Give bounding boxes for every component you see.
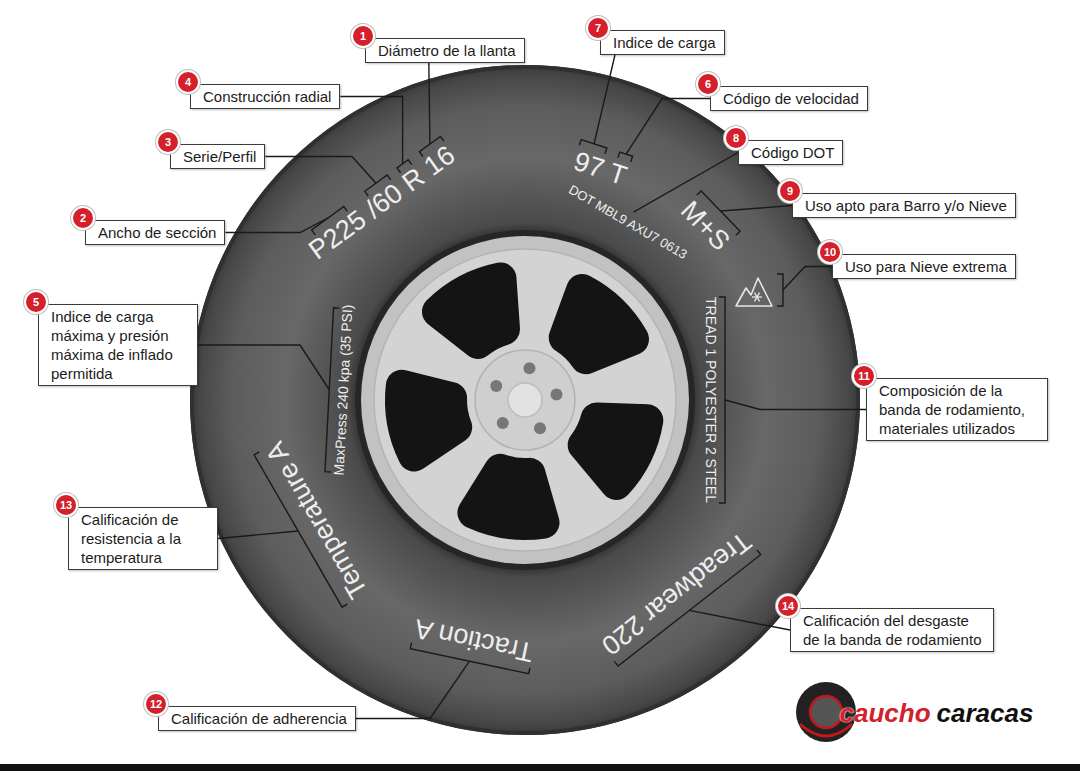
callout-number: 7 <box>586 16 610 40</box>
rim-shadow <box>355 230 695 570</box>
logo-rim <box>810 696 842 728</box>
bracket <box>719 297 725 503</box>
callout-box: 12Calificación de adherencia <box>158 706 356 731</box>
leader-line <box>634 153 739 213</box>
callout-box: 14Calificación del desgaste de la banda … <box>790 608 994 652</box>
callout-number: 10 <box>818 240 842 264</box>
logo-text: caucho <box>839 700 930 726</box>
spoke-openings <box>385 262 663 540</box>
callout-number: 12 <box>144 692 168 716</box>
center-cap <box>508 383 542 417</box>
tire-marking: DOT MBL9 AXU7 0613 <box>566 183 689 261</box>
leader-line <box>783 267 832 291</box>
callout-text: Calificación de adherencia <box>171 709 347 728</box>
callout-text: Composición de la banda de rodamiento, m… <box>879 381 1039 438</box>
spoke-opening <box>422 262 520 358</box>
tire-marking: Traction A <box>412 614 536 665</box>
spoke-opening <box>457 454 559 540</box>
tire-marking: MaxPress 240 kpa (35 PSI) <box>332 305 355 477</box>
lug-nut <box>523 362 535 374</box>
tire <box>190 65 860 735</box>
callout-box: 3Serie/Perfil <box>170 144 265 169</box>
callout-text: Indice de carga máxima y presión máxima … <box>51 307 189 383</box>
leader-line <box>340 97 402 164</box>
tire-edge <box>192 67 858 733</box>
leader-line <box>594 55 615 144</box>
callout-text: Indice de carga <box>613 33 716 52</box>
lug-nut <box>497 417 509 429</box>
leader-line <box>725 400 866 410</box>
tire-marking: Treadwear 220 <box>596 527 755 659</box>
callout-number: 6 <box>696 72 720 96</box>
tire-marking: TREAD 1 POLYESTER 2 STEEL <box>704 297 718 503</box>
spoke-opening <box>568 403 664 500</box>
callout-number: 3 <box>156 130 180 154</box>
tire-marking: 97 T <box>570 148 629 190</box>
lug-nut <box>490 380 502 392</box>
lug-nut <box>551 388 563 400</box>
callout-number: 9 <box>778 179 802 203</box>
callout-number: 4 <box>176 70 200 94</box>
mountain-outline <box>736 278 772 306</box>
leader-line <box>429 63 430 144</box>
leader-line <box>265 157 376 184</box>
callout-text: Serie/Perfil <box>183 147 256 166</box>
leader-line <box>689 610 790 630</box>
snow-symbol <box>736 278 772 306</box>
spoke-opening <box>385 370 472 472</box>
callout-number: 5 <box>24 290 48 314</box>
callout-text: Uso para Nieve extrema <box>845 257 1007 276</box>
callout-box: 4Construcción radial <box>190 84 340 109</box>
callout-text: Calificación de resistencia a la tempera… <box>81 510 209 567</box>
callout-box: 6Código de velocidad <box>710 86 868 111</box>
callout-box: 2Ancho de sección <box>85 220 225 245</box>
callout-box: 1Diámetro de la llanta <box>365 38 525 63</box>
snowflake-stroke <box>755 293 760 302</box>
leader-line <box>218 531 298 539</box>
leader-line <box>626 99 710 155</box>
callout-text: Ancho de sección <box>98 223 216 242</box>
callout-box: 5Indice de carga máxima y presión máxima… <box>38 304 198 386</box>
callout-text: Uso apto para Barro y/o Nieve <box>805 196 1007 215</box>
lug-nut <box>534 422 546 434</box>
spoke-opening <box>549 274 649 374</box>
callout-number: 11 <box>852 364 876 388</box>
callout-box: 7Indice de carga <box>600 30 725 55</box>
logo-text: caracas <box>937 700 1034 726</box>
tire-marking: P225 /60 R 16 <box>304 142 460 265</box>
callout-text: Construcción radial <box>203 87 331 106</box>
callout-text: Código DOT <box>751 143 834 162</box>
rim <box>361 236 689 564</box>
callout-number: 8 <box>724 126 748 150</box>
callout-box: 13Calificación de resistencia a la tempe… <box>68 507 218 570</box>
hub <box>475 350 575 450</box>
callout-box: 9Uso apto para Barro y/o Nieve <box>792 193 1016 218</box>
leader-line <box>198 345 329 390</box>
leader-line <box>721 206 792 212</box>
callout-box: 10Uso para Nieve extrema <box>832 254 1016 279</box>
rim-face <box>374 249 676 551</box>
callout-number: 14 <box>776 594 800 618</box>
callout-text: Código de velocidad <box>723 89 859 108</box>
callout-text: Calificación del desgaste de la banda de… <box>803 611 985 649</box>
callout-box: 8Código DOT <box>738 140 843 165</box>
leader-line <box>356 661 470 718</box>
callout-number: 13 <box>54 493 78 517</box>
callout-number: 2 <box>71 206 95 230</box>
callout-text: Diámetro de la llanta <box>378 41 516 60</box>
bottom-bar <box>0 764 1080 771</box>
callout-box: 11Composición de la banda de rodamiento,… <box>866 378 1048 441</box>
snowflake-stroke <box>755 293 760 302</box>
bracket <box>777 274 783 306</box>
tire-sidewall <box>190 65 860 735</box>
tire-marking: Temperature A <box>262 437 373 603</box>
callout-number: 1 <box>351 24 375 48</box>
